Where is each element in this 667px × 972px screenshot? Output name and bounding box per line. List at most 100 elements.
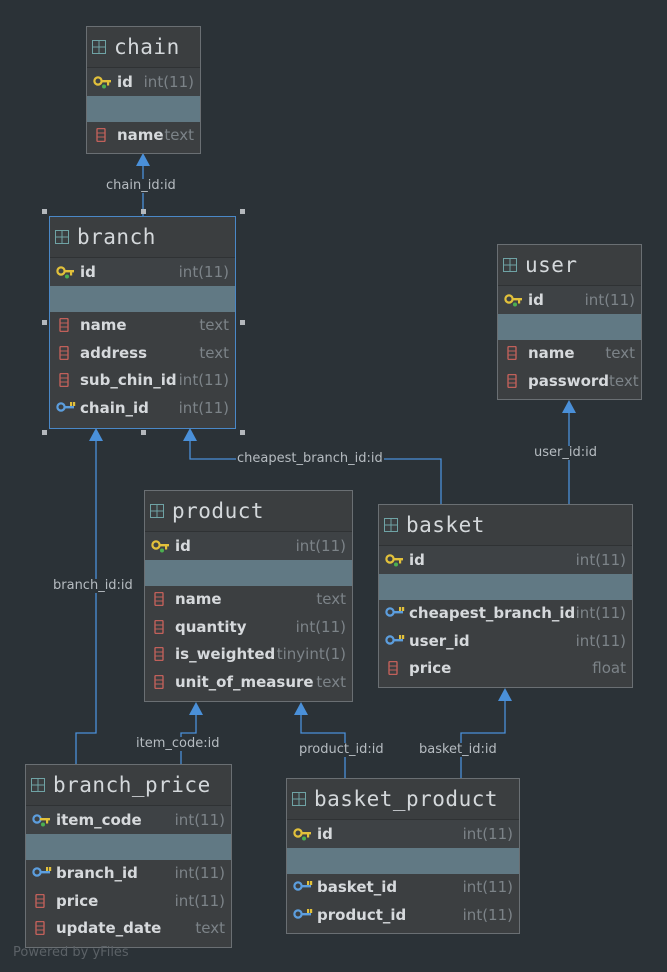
table-title: chain [114, 35, 180, 59]
column-type: int(11) [178, 371, 229, 390]
column-type: int(11) [575, 604, 626, 623]
pk-row[interactable]: item_code int(11) [26, 806, 231, 834]
column-row[interactable]: sub_chin_id int(11) [50, 367, 235, 395]
table-icon [150, 504, 164, 518]
column-row[interactable]: name text [87, 122, 200, 150]
column-name: name [175, 590, 222, 609]
table-title: branch_price [53, 773, 211, 797]
column-type: int(11) [143, 72, 194, 91]
column-row[interactable]: password text [498, 367, 641, 395]
selection-handle[interactable] [240, 320, 245, 325]
arrow-user [562, 400, 576, 413]
table-icon [55, 230, 69, 244]
pk-row[interactable]: id int(11) [50, 258, 235, 286]
table-header: basket_product [287, 779, 519, 820]
column-row[interactable]: name text [50, 312, 235, 340]
column-type: text [195, 919, 225, 938]
pk-row[interactable]: id int(11) [379, 546, 632, 574]
column-name: product_id [317, 905, 407, 924]
column-row[interactable]: user_id int(11) [379, 627, 632, 655]
column-icon [59, 345, 69, 360]
selection-handle[interactable] [42, 320, 47, 325]
pk-row[interactable]: id int(11) [87, 68, 200, 96]
foreign-key-icon [385, 607, 405, 617]
column-type: int(11) [174, 864, 225, 883]
column-row[interactable]: name text [145, 586, 352, 614]
primary-key-icon [93, 76, 111, 89]
column-icon [35, 921, 45, 936]
column-row[interactable]: price int(11) [26, 887, 231, 915]
primary-key-icon [504, 294, 522, 307]
table-header: basket [379, 505, 632, 546]
table-icon [92, 40, 106, 54]
column-row[interactable]: unit_of_measure text [145, 668, 352, 696]
table-product[interactable]: product id int(11) name text quantity in… [144, 490, 353, 702]
table-branch-price[interactable]: branch_price item_code int(11) branch_id… [25, 764, 232, 948]
column-type: int(11) [462, 878, 513, 897]
column-row[interactable]: price float [379, 655, 632, 683]
column-row[interactable]: branch_id int(11) [26, 860, 231, 888]
selection-handle[interactable] [42, 209, 47, 214]
table-title: basket_product [314, 787, 499, 811]
pk-row[interactable]: id int(11) [287, 820, 519, 848]
column-type: int(11) [575, 631, 626, 650]
column-row[interactable]: update_date text [26, 915, 231, 943]
column-icon [388, 661, 398, 676]
table-icon [292, 792, 306, 806]
pk-row[interactable]: id int(11) [498, 286, 641, 314]
column-type: int(11) [178, 262, 229, 281]
arrow-branch-basket [183, 428, 197, 441]
selection-handle[interactable] [240, 209, 245, 214]
column-name: basket_id [317, 878, 398, 897]
link-label-branch-basket: cheapest_branch_id:id [236, 451, 384, 466]
pk-separator [145, 559, 352, 586]
link-basket-bp [460, 700, 506, 778]
column-name: id [117, 72, 133, 91]
pk-separator [87, 95, 200, 122]
foreign-key-icon [293, 908, 313, 919]
pk-separator [50, 285, 235, 312]
table-header: branch [50, 217, 235, 258]
table-chain[interactable]: chain id int(11) name text [86, 26, 201, 154]
pk-row[interactable]: id int(11) [145, 532, 352, 560]
link-label-user-basket: user_id:id [533, 445, 598, 460]
column-name: quantity [175, 617, 247, 636]
column-name: chain_id [80, 398, 149, 417]
column-type: text [316, 672, 346, 691]
column-row[interactable]: chain_id int(11) [50, 394, 235, 422]
column-name: id [80, 262, 96, 281]
table-title: user [525, 253, 578, 277]
column-type: text [199, 316, 229, 335]
table-title: product [172, 499, 265, 523]
table-branch[interactable]: branch id int(11) name text address text… [49, 216, 236, 429]
column-row[interactable]: name text [498, 340, 641, 368]
foreign-key-icon [293, 881, 313, 891]
column-name: cheapest_branch_id [409, 604, 576, 623]
selection-handle[interactable] [42, 430, 47, 435]
column-name: unit_of_measure [175, 672, 314, 691]
column-row[interactable]: basket_id int(11) [287, 874, 519, 902]
primary-key-icon [293, 828, 311, 841]
primary-key-icon [151, 540, 169, 553]
column-row[interactable]: address text [50, 339, 235, 367]
selection-handle[interactable] [141, 430, 146, 435]
column-type: float [592, 659, 626, 678]
column-icon [59, 373, 69, 388]
arrow-chain [136, 153, 150, 166]
table-basket[interactable]: basket id int(11) cheapest_branch_id int… [378, 504, 633, 688]
pk-separator [498, 313, 641, 340]
column-icon [154, 592, 164, 607]
footer-credit: Powered by yFiles [13, 945, 129, 960]
table-basket-product[interactable]: basket_product id int(11) basket_id int(… [286, 778, 520, 934]
column-type: int(11) [295, 536, 346, 555]
column-row[interactable]: quantity int(11) [145, 613, 352, 641]
column-row[interactable]: is_weighted tinyint(1) [145, 641, 352, 669]
selection-handle[interactable] [240, 430, 245, 435]
selection-handle[interactable] [141, 209, 146, 214]
column-icon [96, 128, 106, 143]
table-header: user [498, 245, 641, 286]
table-user[interactable]: user id int(11) name text password text [497, 244, 642, 400]
column-row[interactable]: product_id int(11) [287, 901, 519, 929]
foreign-key-icon [56, 401, 76, 412]
column-row[interactable]: cheapest_branch_id int(11) [379, 600, 632, 628]
